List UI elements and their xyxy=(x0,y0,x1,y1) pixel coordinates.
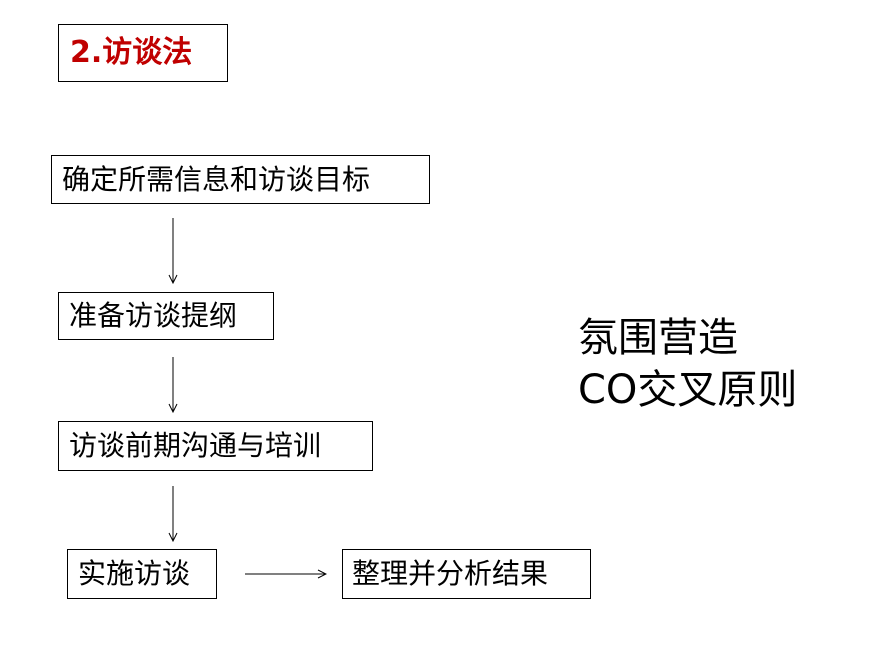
flow-step-conduct-interview: 实施访谈 xyxy=(67,549,217,599)
note-co-principle: CO交叉原则 xyxy=(578,367,798,413)
flow-step-analyze-results: 整理并分析结果 xyxy=(342,549,591,599)
flow-step-pre-communication: 访谈前期沟通与培训 xyxy=(58,421,373,471)
flow-step-define-goals: 确定所需信息和访谈目标 xyxy=(51,155,430,204)
note-atmosphere: 氛围营造 xyxy=(578,315,738,361)
flow-step-prepare-outline: 准备访谈提纲 xyxy=(58,292,274,340)
page-title: 2.访谈法 xyxy=(58,24,228,82)
